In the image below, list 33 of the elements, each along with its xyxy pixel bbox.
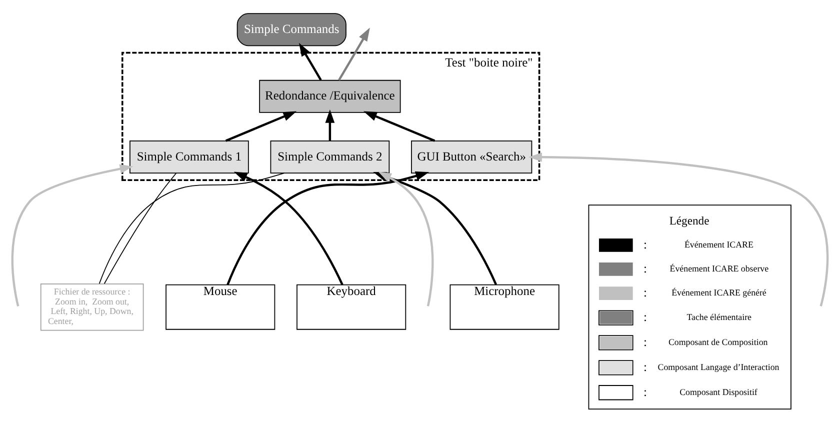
node-box: Simple Commands 1 — [130, 140, 249, 173]
node-box: Mouse — [166, 284, 276, 330]
arrow — [364, 110, 436, 142]
label: : — [644, 236, 647, 251]
label: : — [644, 310, 647, 324]
arrow — [325, 109, 335, 140]
node-box: Simple Commands — [236, 12, 346, 46]
node-box: Simple Commands 2 — [270, 140, 390, 173]
node-box: Fichier de ressource : Zoom in, Zoom out, Left, Right, Up, Down, Center, — [40, 283, 144, 330]
arrow — [338, 27, 370, 80]
label: : — [644, 261, 647, 276]
node-box: Redondance /Equivalence — [259, 79, 401, 112]
legend-label: Événement ICARE — [684, 238, 754, 249]
node-box: GUI Button «Search» — [411, 140, 532, 173]
legend-label: Composant Dispositif — [680, 386, 758, 396]
label: : — [644, 285, 647, 300]
legend-label: Événement ICARE généré — [672, 287, 766, 298]
label: : — [644, 334, 647, 349]
label: Légende — [669, 214, 710, 228]
label: : — [644, 359, 647, 374]
connector — [104, 172, 177, 284]
legend-label: Composant de Composition — [668, 336, 768, 346]
node-box: Microphone — [450, 284, 560, 330]
legend-label: Événement ICARE observe — [670, 262, 769, 273]
arrow — [234, 171, 344, 285]
label: : — [644, 384, 647, 398]
arrow — [11, 164, 134, 306]
node-box: Keyboard — [296, 284, 406, 330]
legend-label: Tache élémentaire — [686, 312, 752, 322]
arrow — [298, 42, 322, 80]
legend-label: Composant Langage d’Interaction — [658, 361, 780, 372]
arrow — [528, 152, 829, 306]
arrow — [225, 110, 297, 142]
